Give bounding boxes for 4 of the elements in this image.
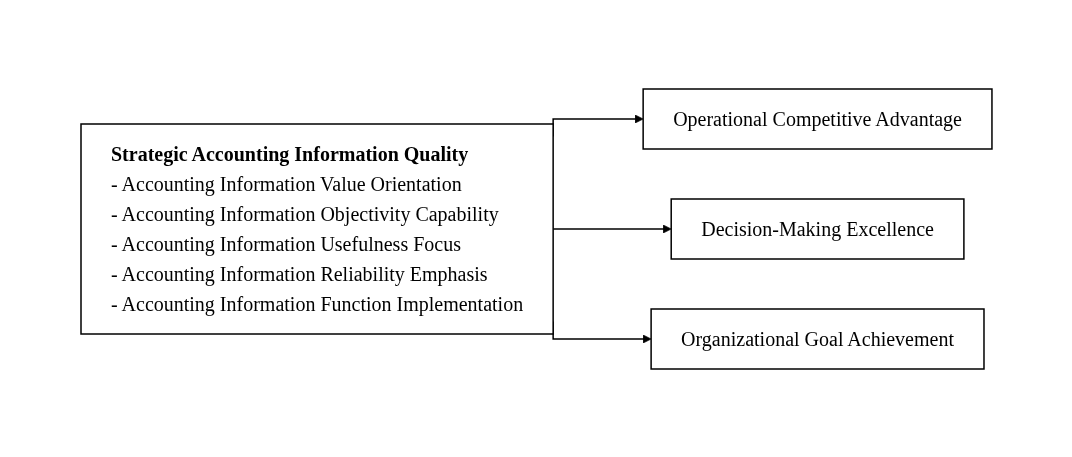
- node-box: Organizational Goal Achievement: [649, 307, 985, 370]
- node-box: Operational Competitive Advantage: [641, 87, 993, 150]
- node-box: Decision-Making Excellence: [669, 197, 965, 260]
- node-box: Strategic Accounting Information Quality - Accounting Information Value Orientation - Accounting Information Objectivity Capability - Accounting Information Usefulness Focus - Accounting Information Reliability Emphasis - Accounting Information Function Implementation: [79, 122, 554, 335]
